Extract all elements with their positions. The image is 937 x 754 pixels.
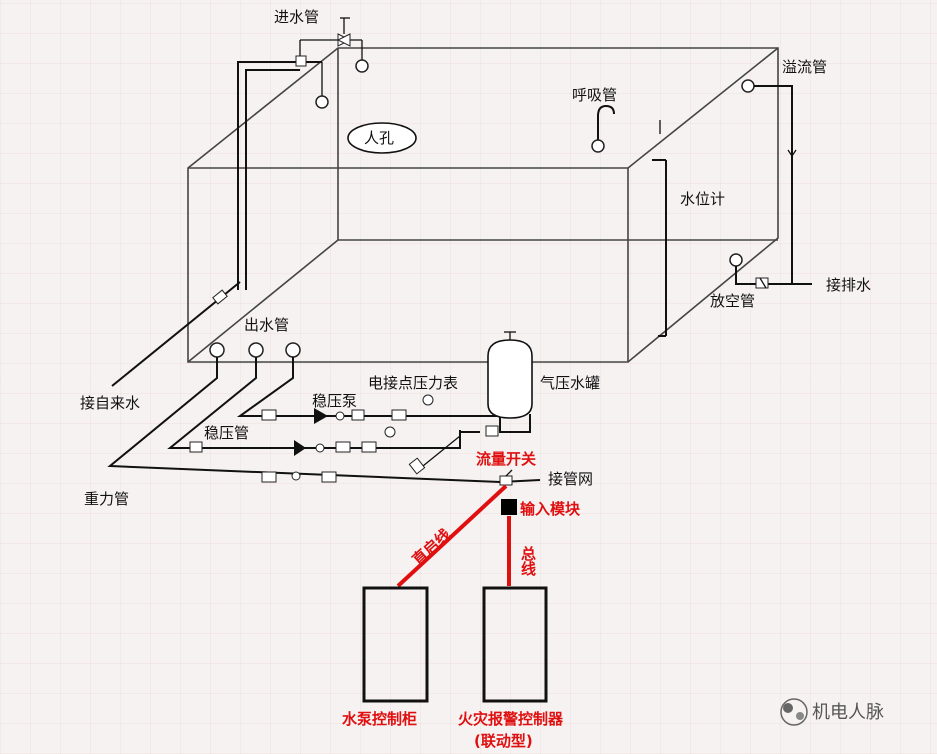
label-flow-switch: 流量开关 [476, 450, 536, 468]
label-stabilizing-pump: 稳压泵 [312, 392, 357, 410]
label-inlet-pipe: 进水管 [274, 8, 319, 26]
manhole [347, 122, 417, 154]
label-city-water: 接自来水 [80, 394, 140, 412]
watermark-text: 机电人脉 [812, 702, 884, 723]
input-module-symbol [501, 499, 517, 515]
label-pipe-network: 接管网 [548, 470, 593, 488]
breather-pipe [591, 104, 615, 153]
label-breather-pipe: 呼吸管 [572, 86, 617, 104]
label-bus-line: 总线 [519, 545, 537, 577]
level-gauge [652, 120, 667, 337]
label-linkage-type: (联动型) [474, 732, 533, 750]
label-input-module: 输入模块 [520, 500, 581, 518]
label-vent-drain-pipe: 放空管 [710, 292, 755, 310]
direct-line [396, 484, 508, 588]
label-manhole: 人孔 [364, 129, 394, 147]
label-drain-connection: 接排水 [826, 276, 871, 294]
label-gravity-pipe: 重力管 [84, 490, 129, 508]
label-outlet-pipe: 出水管 [244, 316, 289, 334]
pump-valve-set [189, 394, 499, 483]
pressure-tank [487, 331, 533, 419]
label-pressure-tank: 气压水罐 [540, 374, 600, 392]
inlet-pipe [237, 17, 369, 290]
label-pump-cabinet: 水泵控制柜 [342, 710, 417, 728]
watermark: 机电人脉 [780, 698, 884, 726]
label-direct-line: 直启线 [409, 525, 454, 568]
overflow-pipe [741, 79, 812, 285]
vent-drain-pipe [729, 253, 792, 289]
flow-switch [499, 469, 513, 486]
pump-control-cabinet-box [362, 586, 429, 703]
city-water-pipe [111, 281, 241, 387]
label-fire-controller: 火灾报警控制器 [458, 710, 564, 728]
label-overflow-pipe: 溢流管 [782, 58, 827, 76]
label-stabilizing-pipe: 稳压管 [204, 424, 249, 442]
water-tank [187, 47, 779, 363]
outlet-pipes [107, 342, 541, 483]
fire-alarm-controller-box [482, 586, 548, 703]
label-level-gauge: 水位计 [680, 190, 725, 208]
label-contact-pressure-gauge: 电接点压力表 [368, 374, 458, 392]
